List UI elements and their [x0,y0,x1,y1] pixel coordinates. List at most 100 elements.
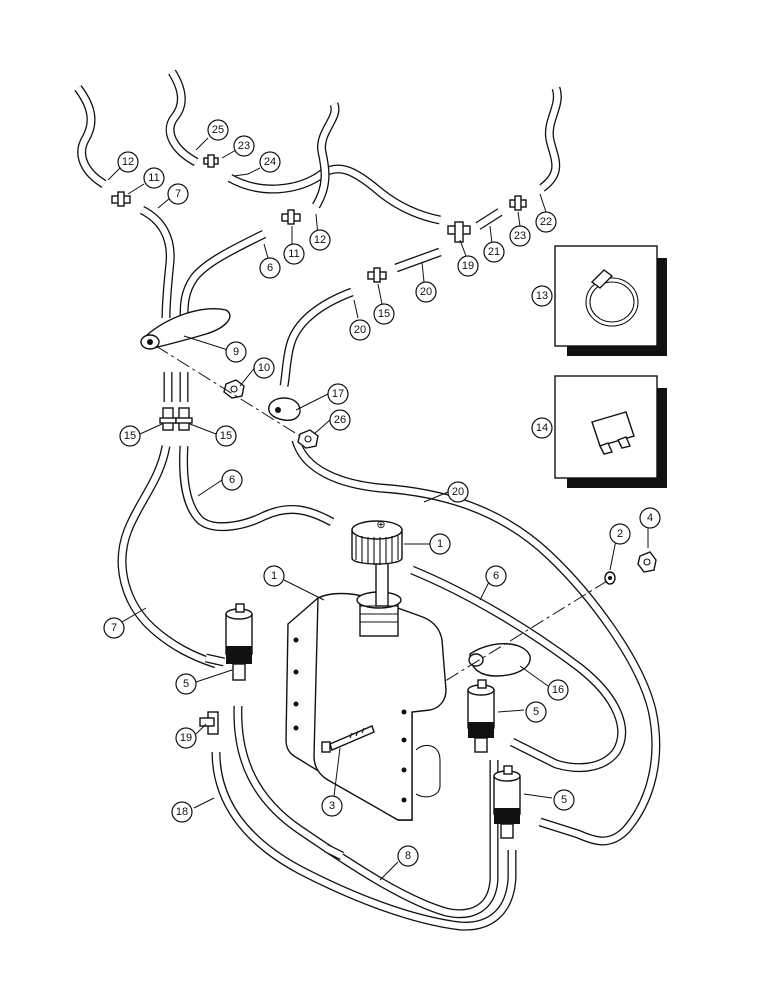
fitting-23-right [509,195,527,211]
fitting-15-left [159,407,177,431]
callout-19-top: 19 [457,255,479,277]
hose-stub-pump [205,653,225,667]
svg-text:6: 6 [229,474,235,486]
svg-text:15: 15 [124,430,136,442]
svg-text:1: 1 [271,570,277,582]
svg-text:7: 7 [175,188,181,200]
svg-text:26: 26 [334,414,346,426]
hose-20-loop [291,438,661,846]
svg-text:12: 12 [122,156,134,168]
hose-22 [539,86,562,192]
hose-12-left [74,85,107,188]
svg-text:20: 20 [420,286,432,298]
hose-20-straight [394,247,442,273]
callout-8: 8 [397,845,419,867]
hose-6-right [410,565,627,773]
svg-text:3: 3 [329,800,335,812]
callout-26: 26 [329,409,351,431]
callout-13: 13 [531,285,553,307]
svg-text:19: 19 [462,260,474,272]
callout-18: 18 [171,801,193,823]
callout-24: 24 [259,151,281,173]
nut-4 [637,551,657,573]
callouts: 25 23 24 12 11 7 11 12 6 19 21 23 22 20 … [103,119,661,867]
fittings [111,154,527,735]
svg-text:12: 12 [314,234,326,246]
svg-text:21: 21 [488,246,500,258]
svg-text:6: 6 [267,262,273,274]
svg-text:20: 20 [452,486,464,498]
callout-15-top: 15 [373,303,395,325]
inset-box-14 [554,375,667,488]
bracket-16 [468,643,531,677]
callout-20-straight: 20 [415,281,437,303]
svg-text:6: 6 [493,570,499,582]
callout-5-left: 5 [175,673,197,695]
callout-15-right: 15 [215,425,237,447]
callout-17: 17 [327,383,349,405]
blade-fuse-icon [591,411,635,455]
svg-text:10: 10 [258,362,270,374]
callout-5-lower: 5 [553,789,575,811]
callout-20-upper: 20 [349,319,371,341]
hose-18 [211,751,517,931]
callout-20-loop: 20 [447,481,469,503]
inset-box-13 [554,245,667,356]
filler-cap: ⊕ [351,519,403,607]
hose-8 [233,705,499,919]
washer-pump-left [225,603,253,681]
washer-pump-lower [493,765,521,839]
svg-text:5: 5 [533,706,539,718]
callout-1-reservoir: 1 [263,565,285,587]
svg-text:20: 20 [354,324,366,336]
callout-6-right: 6 [485,565,507,587]
callout-11-left: 11 [143,167,165,189]
hose-6-upper [179,229,267,319]
svg-text:16: 16 [552,684,564,696]
fitting-15-top [367,267,387,283]
svg-text:23: 23 [238,140,250,152]
hose-7-upper [139,205,175,319]
callout-15-left: 15 [119,425,141,447]
svg-text:24: 24 [264,156,276,168]
hose-20-upper [279,287,354,387]
callout-12-left: 12 [117,151,139,173]
svg-text:2: 2 [617,528,623,540]
cap-marking: ⊕ [376,519,385,531]
hose-stub-bottom-a [323,843,345,861]
nut-10 [223,379,245,399]
callout-6-lower: 6 [221,469,243,491]
bolt-3 [321,725,375,753]
hose-25 [165,69,199,166]
svg-text:18: 18 [176,806,188,818]
nut-26 [297,429,319,449]
fitting-15-right [175,407,193,431]
callout-25: 25 [207,119,229,141]
fitting-11-mid [281,209,301,225]
callout-1-cap: 1 [429,533,451,555]
callout-12-mid: 12 [309,229,331,251]
svg-text:11: 11 [288,248,299,260]
callout-23-top: 23 [233,135,255,157]
hose-6-lower [179,445,335,532]
svg-text:7: 7 [111,622,117,634]
callout-5-middle: 5 [525,701,547,723]
callout-2: 2 [609,523,631,545]
svg-text:23: 23 [514,230,526,242]
svg-text:19: 19 [180,732,192,744]
washer-reservoir [285,591,447,821]
callout-6-top: 6 [259,257,281,279]
svg-text:9: 9 [233,346,239,358]
callout-16: 16 [547,679,569,701]
svg-text:1: 1 [437,538,443,550]
washer-pump-middle [467,679,495,753]
callout-14: 14 [531,417,553,439]
fitting-11-left [111,191,131,207]
fitting-23-top [203,154,219,168]
svg-text:8: 8 [405,850,411,862]
svg-text:5: 5 [561,794,567,806]
hose-clamp-icon [585,269,639,327]
callout-22: 22 [535,211,557,233]
svg-text:14: 14 [536,422,548,434]
svg-text:5: 5 [183,678,189,690]
